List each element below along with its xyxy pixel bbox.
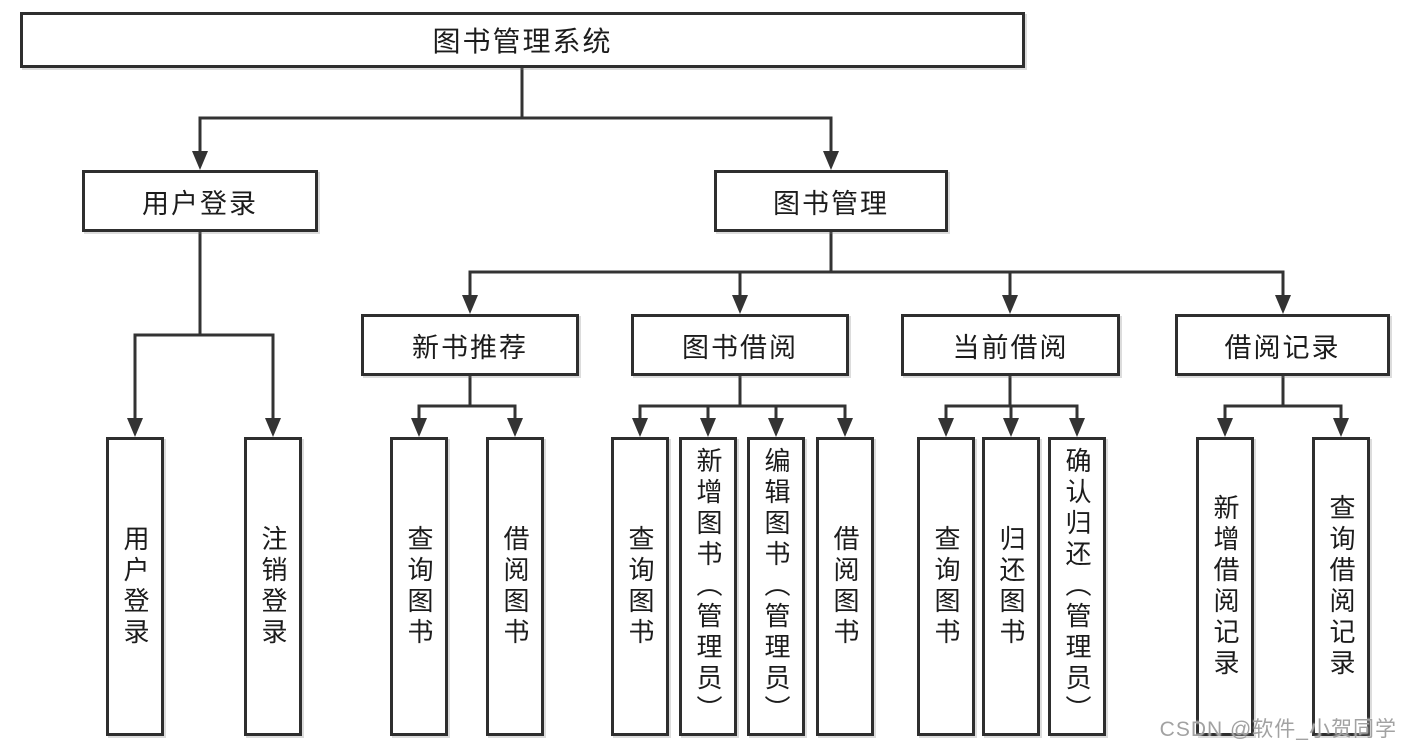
node-recommend-query-books: 查询图书 — [390, 437, 448, 736]
node-book-management: 图书管理 — [714, 170, 948, 232]
node-library-system: 图书管理系统 — [20, 12, 1025, 68]
node-borrow-books: 借阅图书 — [816, 437, 874, 736]
node-new-book-recommend: 新书推荐 — [361, 314, 579, 376]
connector-trunks — [133, 66, 1343, 408]
node-query-borrow-record-label: 查询借阅记录 — [1326, 493, 1356, 680]
node-return-books: 归还图书 — [982, 437, 1040, 736]
node-query-borrow-record: 查询借阅记录 — [1312, 437, 1370, 736]
node-book-borrowing: 图书借阅 — [631, 314, 849, 376]
node-user-login-label: 用户登录 — [142, 188, 258, 219]
node-return-books-label: 归还图书 — [996, 524, 1026, 649]
connector-arrows — [127, 118, 1349, 437]
node-book-borrowing-label: 图书借阅 — [682, 332, 798, 363]
node-borrow-books-label: 借阅图书 — [830, 524, 860, 649]
node-user-login-action: 用户登录 — [106, 437, 164, 736]
node-library-system-label: 图书管理系统 — [432, 26, 613, 57]
node-edit-books-admin-label: 编辑图书（管理员） — [761, 447, 791, 726]
node-borrowing-records: 借阅记录 — [1175, 314, 1390, 376]
node-add-borrow-record-label: 新增借阅记录 — [1210, 493, 1240, 680]
node-user-login: 用户登录 — [82, 170, 318, 232]
node-add-books-admin-label: 新增图书（管理员） — [693, 447, 723, 726]
node-new-book-recommend-label: 新书推荐 — [412, 332, 528, 363]
node-current-borrowing-label: 当前借阅 — [952, 332, 1069, 363]
node-borrowing-query-books: 查询图书 — [611, 437, 669, 736]
node-current-borrowing: 当前借阅 — [901, 314, 1120, 376]
node-logout-action: 注销登录 — [244, 437, 302, 736]
node-add-books-admin: 新增图书（管理员） — [679, 437, 737, 736]
node-recommend-borrow-books-label: 借阅图书 — [500, 524, 530, 649]
node-confirm-return-admin-label: 确认归还（管理员） — [1062, 447, 1092, 726]
node-confirm-return-admin: 确认归还（管理员） — [1048, 437, 1106, 736]
node-edit-books-admin: 编辑图书（管理员） — [747, 437, 805, 736]
node-recommend-query-books-label: 查询图书 — [404, 524, 434, 649]
node-logout-action-label: 注销登录 — [258, 524, 288, 649]
node-book-management-label: 图书管理 — [773, 188, 889, 219]
csdn-watermark: CSDN @软件_小贺同学 — [1159, 718, 1397, 741]
node-current-query-books: 查询图书 — [917, 437, 975, 736]
node-add-borrow-record: 新增借阅记录 — [1196, 437, 1254, 736]
node-current-query-books-label: 查询图书 — [931, 524, 961, 649]
node-recommend-borrow-books: 借阅图书 — [486, 437, 544, 736]
node-user-login-action-label: 用户登录 — [120, 524, 150, 649]
node-borrowing-records-label: 借阅记录 — [1224, 332, 1341, 363]
node-borrowing-query-books-label: 查询图书 — [625, 524, 655, 649]
